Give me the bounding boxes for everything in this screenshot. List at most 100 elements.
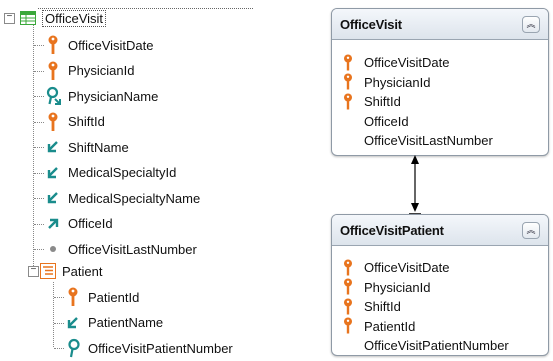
entity-attribute-label: OfficeVisitDate: [364, 55, 450, 70]
selection-outline: [38, 8, 253, 9]
entity-attribute-label: OfficeId: [364, 113, 409, 129]
tree-root-officevisit[interactable]: OfficeVisit: [20, 7, 107, 29]
tree-item[interactable]: PatientName: [66, 312, 163, 334]
tree-item-label: ShiftName: [68, 139, 129, 155]
primary-key-icon: [342, 317, 356, 335]
tree-item-label: OfficeId: [68, 216, 113, 231]
attribute-spacer: [342, 132, 356, 150]
tree-connector: [54, 348, 64, 349]
tree-item-label: OfficeVisitLastNumber: [68, 241, 197, 257]
tree-item-label: PatientName: [88, 315, 164, 330]
entity-attribute[interactable]: PatientId: [342, 317, 415, 336]
tree-level-patient[interactable]: Patient: [40, 260, 102, 282]
inferred-search-key-icon: [46, 86, 62, 106]
tree-connector: [34, 121, 44, 123]
attribute-spacer: [342, 337, 356, 355]
relationship-connector: [409, 155, 421, 215]
transaction-table-icon: [20, 8, 36, 28]
primary-key-icon: [46, 61, 62, 81]
collapse-chevron-icon[interactable]: ︽: [522, 16, 540, 33]
entity-attribute[interactable]: OfficeVisitDate: [342, 258, 450, 277]
collapse-chevron-icon[interactable]: ︽: [522, 222, 540, 239]
tree-connector: [34, 96, 44, 97]
tree-item[interactable]: OfficeId: [46, 213, 113, 235]
primary-key-icon: [46, 35, 62, 55]
attribute-spacer: [342, 112, 356, 130]
entity-attribute-label: ShiftId: [364, 299, 401, 314]
primary-key-icon: [46, 112, 62, 132]
entity-attribute-label: PatientId: [364, 318, 416, 334]
search-key-icon: [66, 338, 82, 358]
tree-connector: [34, 198, 44, 199]
tree-item[interactable]: PhysicianName: [46, 85, 158, 107]
entity-attribute[interactable]: OfficeId: [342, 112, 409, 131]
collapse-level-toggle[interactable]: −: [28, 266, 39, 277]
tree-item-label: OfficeVisitDate: [68, 37, 154, 53]
entity-attribute-label: OfficeVisitLastNumber: [364, 133, 493, 148]
tree-root-label: OfficeVisit: [42, 9, 107, 27]
entity-attribute[interactable]: PhysicianId: [342, 73, 430, 92]
arrow-up-head: [411, 155, 419, 164]
tree-connector: [34, 223, 44, 225]
tree-connector: [54, 297, 64, 298]
tree-item[interactable]: PhysicianId: [46, 60, 134, 82]
tree-item[interactable]: MedicalSpecialtyId: [46, 162, 176, 184]
inferred-arrow-icon: [46, 137, 62, 157]
collapse-root-toggle[interactable]: −: [4, 13, 15, 24]
primary-key-icon: [342, 298, 356, 316]
tree-item[interactable]: OfficeVisitDate: [46, 34, 154, 56]
entity-attribute-label: PhysicianId: [364, 279, 431, 295]
tree-item[interactable]: ShiftName: [46, 136, 129, 158]
tree-item-label: PhysicianId: [68, 63, 135, 78]
tree-item[interactable]: MedicalSpecialtyName: [46, 187, 200, 209]
entity-attribute[interactable]: ShiftId: [342, 297, 401, 316]
entity-box-title: OfficeVisitPatient: [340, 222, 444, 238]
entity-box-title: OfficeVisit: [340, 16, 402, 32]
tree-item-label: MedicalSpecialtyId: [68, 165, 177, 180]
entity-box-header: OfficeVisitPatient ︽: [332, 215, 548, 246]
tree-item-label: ShiftId: [68, 114, 105, 129]
attribute-dot-icon: [46, 239, 62, 259]
entity-attribute-label: OfficeVisitDate: [364, 260, 450, 275]
tree-connector: [53, 282, 54, 347]
tree-item[interactable]: OfficeVisitPatientNumber: [66, 337, 233, 359]
arrow-down-head: [411, 203, 419, 212]
entity-attribute-label: ShiftId: [364, 94, 401, 109]
tree-connector: [34, 172, 44, 174]
inferred-arrow-icon: [46, 163, 62, 183]
tree-connector: [34, 70, 44, 72]
tree-item-label: PhysicianName: [68, 88, 159, 104]
inferred-arrow-icon: [46, 188, 62, 208]
tree-connector: [34, 45, 44, 46]
primary-key-icon: [342, 278, 356, 296]
level-icon: [40, 261, 56, 281]
tree-connector: [33, 22, 34, 270]
primary-key-icon: [342, 73, 356, 91]
tree-level-label: Patient: [62, 263, 103, 279]
entity-attribute[interactable]: OfficeVisitPatientNumber: [342, 336, 509, 355]
entity-attribute[interactable]: OfficeVisitLastNumber: [342, 131, 493, 150]
entity-box-header: OfficeVisit ︽: [332, 9, 548, 40]
tree-connector: [54, 322, 64, 324]
primary-key-icon: [342, 54, 356, 72]
entity-attribute[interactable]: OfficeVisitDate: [342, 53, 450, 72]
foreign-key-arrow-icon: [46, 214, 62, 234]
tree-connector: [34, 249, 44, 250]
inferred-arrow-icon: [66, 313, 82, 333]
primary-key-icon: [66, 287, 82, 307]
tree-item-label: MedicalSpecialtyName: [68, 190, 201, 206]
entity-attribute[interactable]: PhysicianId: [342, 278, 430, 297]
tree-item-label: OfficeVisitPatientNumber: [88, 340, 233, 356]
tree-connector: [34, 147, 44, 148]
entity-attribute-label: PhysicianId: [364, 74, 431, 90]
tree-item[interactable]: PatientId: [66, 286, 139, 308]
entity-attribute-label: OfficeVisitPatientNumber: [364, 338, 509, 353]
tree-item-label: PatientId: [88, 289, 140, 305]
tree-item[interactable]: ShiftId: [46, 111, 105, 133]
entity-attribute[interactable]: ShiftId: [342, 92, 401, 111]
tree-item[interactable]: OfficeVisitLastNumber: [46, 238, 197, 260]
primary-key-icon: [342, 259, 356, 277]
